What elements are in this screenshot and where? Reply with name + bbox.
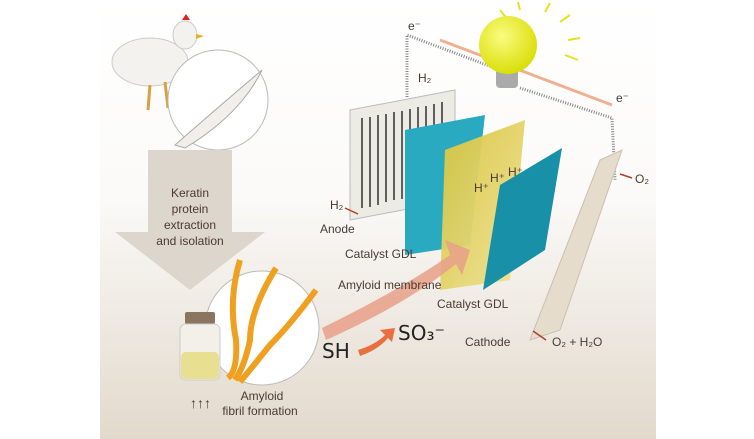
catalyst-gdl-2: [483, 148, 562, 290]
products-label: O₂ + H₂O: [552, 335, 602, 349]
proton-label: H⁺: [490, 171, 505, 185]
feather-icon: [173, 69, 263, 149]
so3-label: SO₃⁻: [398, 321, 445, 345]
proton-label: H⁺: [474, 181, 489, 195]
catalyst-gdl-label: Catalyst GDL: [345, 247, 417, 261]
electron-flow-arrow: [439, 38, 613, 107]
h2-out-label: H₂: [418, 71, 432, 85]
conversion-arrow: [358, 328, 395, 356]
curved-arrow: [322, 240, 470, 340]
light-bulb-icon: [479, 1, 581, 88]
amyloid-membrane-label: Amyloid membrane: [338, 278, 442, 292]
keratin-label: protein: [172, 202, 209, 216]
amyloid-fibril-label: fibril formation: [222, 404, 297, 418]
feather-circle: [167, 49, 269, 151]
keratin-label: extraction: [164, 218, 216, 232]
proton-label: H⁺: [508, 165, 523, 179]
sh-label: SH: [322, 339, 350, 363]
keratin-label: Keratin: [171, 186, 209, 200]
cathode-plate: [529, 149, 623, 341]
o2-in-label: O₂: [635, 172, 649, 186]
amyloid-fibrils: [225, 259, 319, 384]
electron-label: e⁻: [616, 91, 629, 105]
catalyst-gdl-label: Catalyst GDL: [437, 297, 509, 311]
h2-in-arrow: [344, 207, 359, 215]
heat-arrows-icon: ↑↑↑: [190, 395, 211, 411]
anode-label: Anode: [320, 222, 355, 236]
bottle-icon: [179, 312, 221, 381]
product-arrow: [532, 330, 547, 341]
o2-in-arrow: [619, 173, 633, 179]
amyloid-fibril-label: Amyloid: [241, 389, 284, 403]
keratin-label: and isolation: [156, 234, 223, 248]
electron-label: e⁻: [408, 19, 421, 33]
h2-in-label: H₂: [330, 198, 344, 212]
cathode-label: Cathode: [465, 335, 511, 349]
down-arrow: [115, 150, 265, 290]
